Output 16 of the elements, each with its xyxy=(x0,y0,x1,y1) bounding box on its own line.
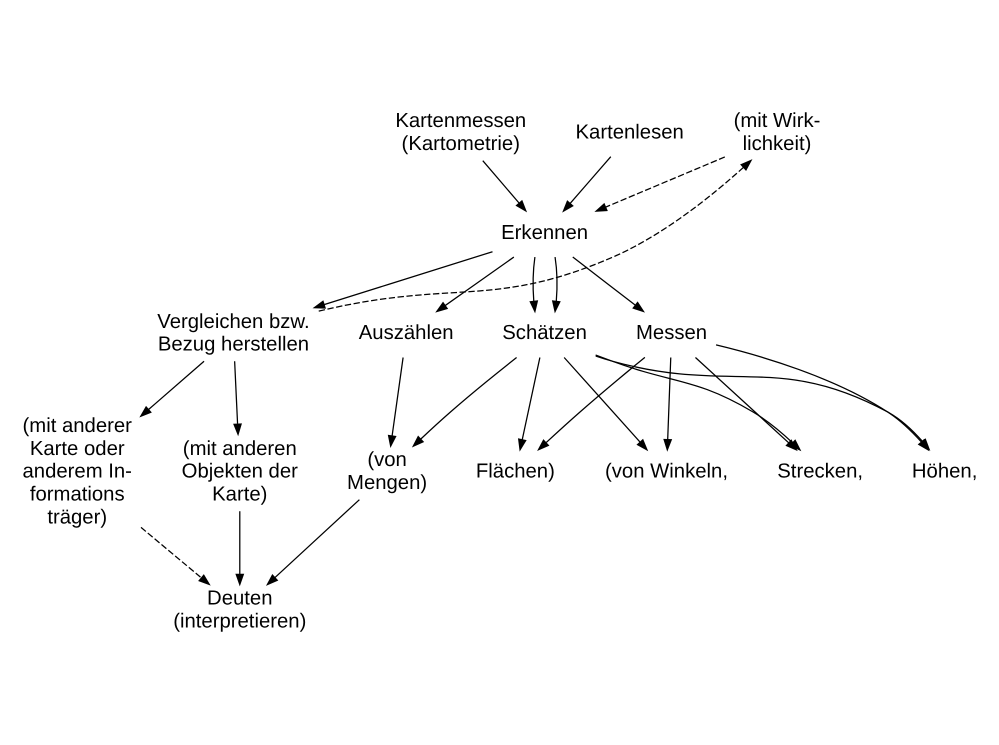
node-text: Flächen) xyxy=(476,460,555,483)
node-text: (mit anderer Karte oder anderem In- formations träger) xyxy=(22,414,132,528)
node-text: Höhen, xyxy=(912,460,978,483)
node-text: Kartenlesen xyxy=(576,122,684,144)
node-text: (mit Wirk- lichkeit) xyxy=(734,110,820,156)
node-text: (von Mengen) xyxy=(347,449,428,494)
node-text: Auszählen xyxy=(358,322,454,344)
node-text: Strecken, xyxy=(777,460,864,483)
node-text: Kartenmessen (Kartometrie) xyxy=(395,110,526,156)
node-text: Deuten (interpretieren) xyxy=(173,588,306,633)
node-text: Erkennen xyxy=(501,222,588,244)
node-text: (von Winkeln, xyxy=(605,460,728,483)
node-text: Schätzen xyxy=(502,322,587,344)
node-text: Vergleichen bzw. Bezug herstellen xyxy=(157,310,310,356)
node-text: Messen xyxy=(636,322,708,344)
node-text: (mit anderen Objekten der Karte) xyxy=(182,438,298,506)
